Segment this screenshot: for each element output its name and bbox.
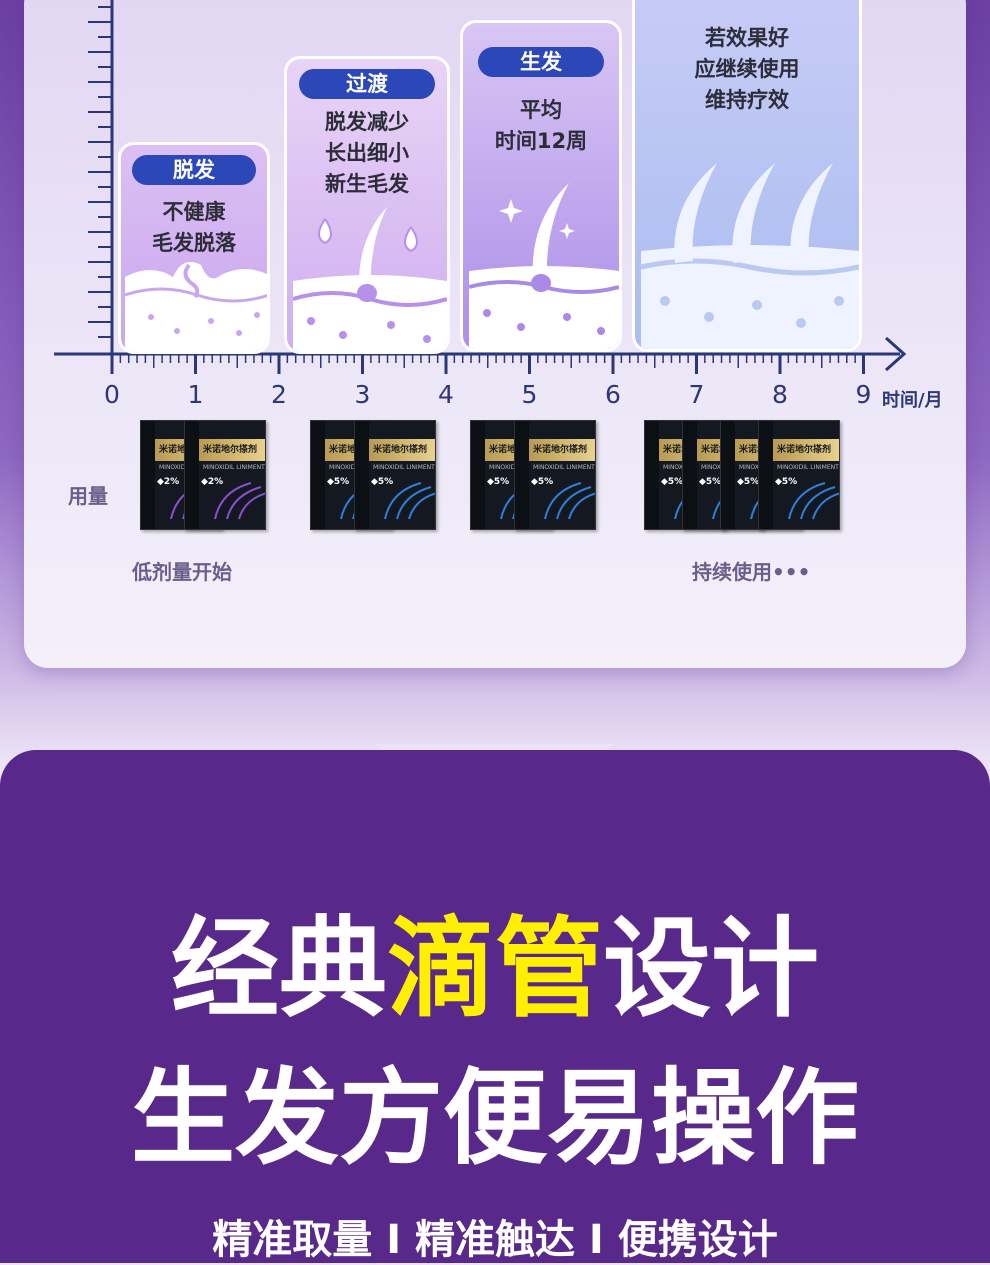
stage-description: 平均 时间12周 <box>494 98 588 153</box>
box-hair-graphic <box>214 482 265 520</box>
product-box: 米诺地尔搽剂 MINOXIDIL LINIMENT ◆2% <box>184 420 266 530</box>
stage-tag: 生发 <box>478 47 604 77</box>
box-product-en: MINOXIDIL LINIMENT <box>373 464 435 471</box>
x-axis-arrow <box>885 336 907 372</box>
product-box: 米诺地尔搽剂 MINOXIDIL LINIMENT ◆5% <box>514 420 596 530</box>
box-product-name: 米诺地尔搽剂 <box>773 439 839 461</box>
box-side <box>515 421 529 529</box>
box-concentration: ◆5% <box>487 477 510 487</box>
box-concentration: ◆5% <box>371 477 394 487</box>
box-product-en: MINOXIDIL LINIMENT <box>777 464 839 471</box>
x-axis-tick-label: 7 <box>688 380 705 409</box>
feature-section <box>0 750 990 1263</box>
box-side <box>721 421 735 529</box>
axis-unit: 时间/月 <box>882 390 943 411</box>
headline-text: 设计 <box>603 907 820 1032</box>
box-side <box>759 421 773 529</box>
healthy-hair-illustration <box>640 163 859 349</box>
x-axis-tick-label: 4 <box>438 380 454 409</box>
stage-hair-loss: 脱发 不健康 毛发脱落 <box>118 142 270 354</box>
stage-description: 若效果好 应继续使用 维持疗效 <box>694 26 800 112</box>
stage-transition: 过渡 脱发减少 长出细小 新生毛发 <box>284 56 450 354</box>
continue-use-note: 持续使用••• <box>692 560 811 584</box>
sprouting-hair-illustration <box>292 207 447 351</box>
box-hair-graphic <box>788 482 839 520</box>
box-side <box>141 421 155 529</box>
box-side <box>355 421 369 529</box>
x-axis-tick-label: 3 <box>354 380 371 409</box>
headline-line-1: 经典滴管设计 <box>0 905 990 1035</box>
box-concentration: ◆5% <box>661 477 684 487</box>
box-side <box>645 421 659 529</box>
box-side <box>311 421 325 529</box>
stage-tag: 过渡 <box>299 69 435 99</box>
box-hair-graphic <box>384 482 435 520</box>
x-axis-tick-label: 1 <box>187 380 204 409</box>
growing-hair-illustration <box>468 183 619 349</box>
headline-line-2: 生发方便易操作 <box>130 1057 859 1179</box>
box-product-name: 米诺地尔搽剂 <box>529 439 595 461</box>
box-product-en: MINOXIDIL LINIMENT <box>203 464 265 471</box>
timeline-card: 脱发 不健康 毛发脱落 过渡 脱发减少 长出细小 新生毛发 生发 平均 时间12… <box>24 0 966 668</box>
stage-description: 脱发减少 长出细小 新生毛发 <box>325 110 409 196</box>
product-box: 米诺地尔搽剂 MINOXIDIL LINIMENT ◆5% <box>354 420 436 530</box>
box-concentration: ◆5% <box>775 477 798 487</box>
box-concentration: ◆5% <box>699 477 722 487</box>
x-axis-tick-label: 6 <box>605 380 621 409</box>
box-hair-graphic <box>544 482 595 520</box>
box-side <box>471 421 485 529</box>
headline-text: 经典 <box>170 907 387 1032</box>
low-dose-start-note: 低剂量开始 <box>132 560 232 584</box>
product-box: 米诺地尔搽剂 MINOXIDIL LINIMENT ◆5% <box>758 420 840 530</box>
box-product-name: 米诺地尔搽剂 <box>199 439 265 461</box>
box-concentration: ◆5% <box>737 477 760 487</box>
stage-tag: 脱发 <box>132 155 256 185</box>
x-axis-tick-label: 2 <box>271 380 287 409</box>
timeline-axis <box>54 0 907 374</box>
box-concentration: ◆5% <box>531 477 554 487</box>
dosage-label: 用量 <box>68 484 108 508</box>
x-axis-tick-label: 8 <box>772 380 788 409</box>
stage-hair-growth: 生发 平均 时间12周 <box>460 20 622 352</box>
stage-description: 不健康 毛发脱落 <box>152 200 236 255</box>
box-side <box>683 421 697 529</box>
box-product-name: 米诺地尔搽剂 <box>369 439 435 461</box>
box-concentration: ◆5% <box>327 477 350 487</box>
skin-illustration <box>124 262 267 351</box>
box-concentration: ◆2% <box>157 477 180 487</box>
feature-list: 精准取量 I 精准触达 I 便携设计 <box>212 1217 778 1263</box>
stage-maintenance: 若效果好 应继续使用 维持疗效 <box>632 0 862 352</box>
x-axis-tick-label: 0 <box>104 380 120 409</box>
x-axis-tick-label: 9 <box>855 380 872 409</box>
box-side <box>185 421 199 529</box>
x-axis-tick-label: 5 <box>521 380 538 409</box>
box-product-en: MINOXIDIL LINIMENT <box>533 464 595 471</box>
headline-highlight: 滴管 <box>386 907 603 1032</box>
box-concentration: ◆2% <box>201 477 224 487</box>
